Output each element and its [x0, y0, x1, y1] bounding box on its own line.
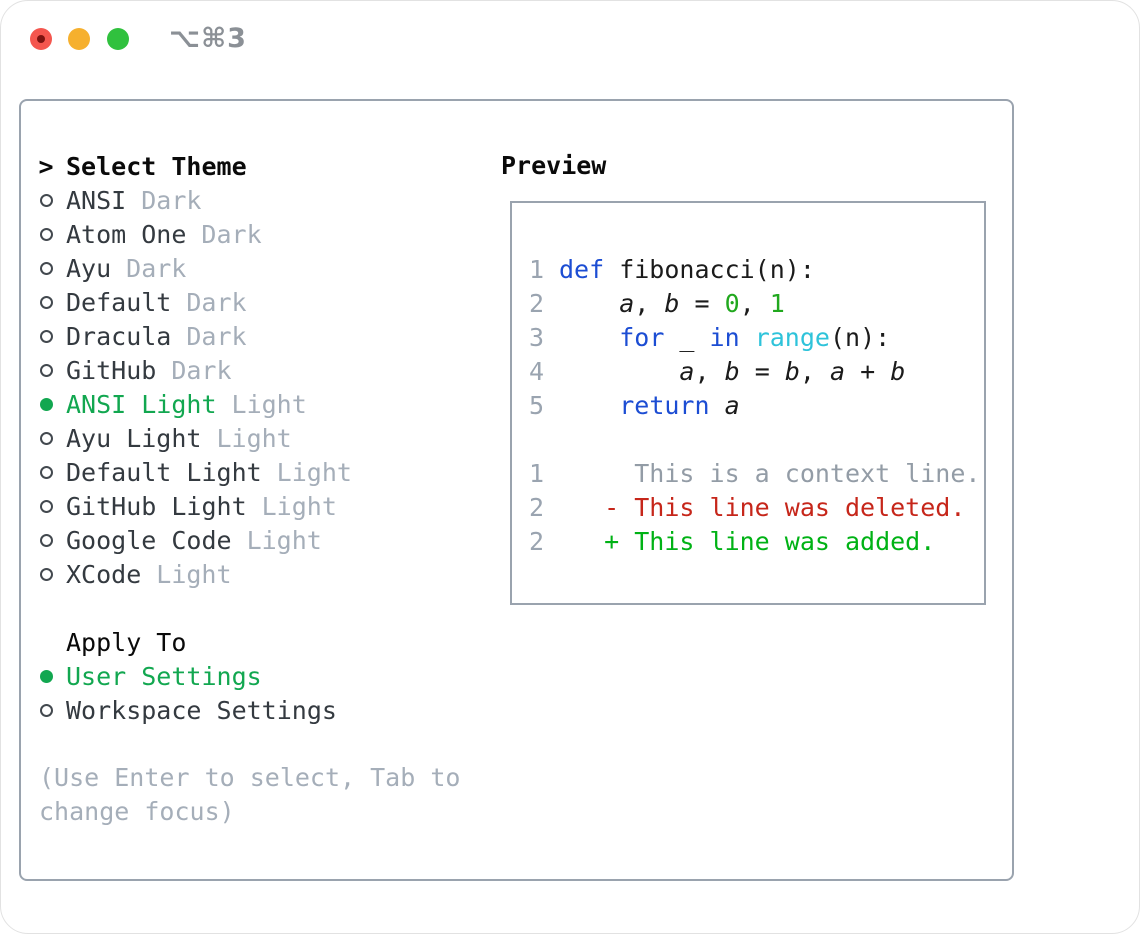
line-code: + This line was added. — [559, 526, 936, 556]
theme-name: Dracula — [66, 321, 172, 351]
apply-option-user-settings[interactable]: User Settings — [39, 659, 485, 693]
preview-line: 2 + This line was added. — [528, 524, 980, 558]
line-code: - This line was deleted. — [559, 492, 966, 522]
zoom-button[interactable] — [107, 28, 129, 50]
theme-item-ayu-light[interactable]: Ayu Light Light — [39, 421, 485, 455]
hint-text: (Use Enter to select, Tab to change focu… — [39, 763, 461, 826]
radio-icon — [39, 703, 53, 717]
line-number: 2 — [528, 288, 544, 318]
theme-name: XCode — [66, 559, 142, 589]
theme-variant: Light — [261, 491, 337, 521]
theme-item-ayu[interactable]: Ayu Dark — [39, 251, 485, 285]
radio-icon — [39, 567, 53, 581]
radio-selected-icon — [39, 669, 53, 683]
theme-item-google-code[interactable]: Google Code Light — [39, 523, 485, 557]
preview-title: Preview — [501, 151, 607, 180]
theme-item-ansi[interactable]: ANSI Dark — [39, 183, 485, 217]
theme-name: Atom One — [66, 219, 187, 249]
radio-icon — [39, 227, 53, 241]
radio-icon — [39, 329, 53, 343]
theme-variant: Dark — [126, 253, 187, 283]
theme-variant: Light — [246, 525, 322, 555]
line-code: a, b = b, a + b — [679, 356, 906, 386]
minimize-button[interactable] — [68, 28, 90, 50]
theme-item-default-light[interactable]: Default Light Light — [39, 455, 485, 489]
theme-name: GitHub — [66, 355, 157, 385]
line-code: for _ in range(n): — [619, 322, 891, 352]
preview-line: 5 return a — [528, 388, 980, 422]
radio-icon — [39, 431, 53, 445]
line-code: return a — [619, 390, 740, 420]
theme-variant: Dark — [201, 219, 262, 249]
line-number: 1 — [528, 254, 544, 284]
radio-icon — [39, 533, 53, 547]
apply-to-title: Apply To — [66, 627, 187, 657]
close-button[interactable] — [30, 28, 52, 50]
line-number: 5 — [528, 390, 544, 420]
preview-line: 3 for _ in range(n): — [528, 320, 980, 354]
radio-icon — [39, 499, 53, 513]
apply-to-header: Apply To — [39, 625, 485, 659]
theme-variant: Dark — [186, 287, 247, 317]
theme-variant: Light — [276, 457, 352, 487]
theme-variant: Light — [156, 559, 232, 589]
prompt-icon: > — [38, 151, 54, 181]
theme-name: ANSI — [66, 185, 127, 215]
line-code: This is a context line. — [559, 458, 981, 488]
radio-icon — [39, 465, 53, 479]
radio-icon — [39, 261, 53, 275]
theme-item-github[interactable]: GitHub Dark — [39, 353, 485, 387]
theme-name: Default Light — [66, 457, 262, 487]
theme-item-default[interactable]: Default Dark — [39, 285, 485, 319]
theme-variant: Light — [216, 423, 292, 453]
line-number: 2 — [528, 492, 544, 522]
theme-name: GitHub Light — [66, 491, 247, 521]
theme-list-title: Select Theme — [66, 151, 247, 181]
line-code: a, b = 0, 1 — [619, 288, 785, 318]
line-number: 1 — [528, 458, 544, 488]
preview-line: 2 a, b = 0, 1 — [528, 286, 980, 320]
line-number: 2 — [528, 526, 544, 556]
theme-name: Ayu Light — [66, 423, 202, 453]
theme-variant: Dark — [171, 355, 232, 385]
theme-name: Google Code — [66, 525, 232, 555]
preview-line: 1 def fibonacci(n): — [528, 252, 980, 286]
theme-variant: Dark — [141, 185, 202, 215]
preview-line: 1 This is a context line. — [528, 456, 981, 490]
radio-icon — [39, 295, 53, 309]
theme-variant: Light — [231, 389, 307, 419]
radio-icon — [39, 363, 53, 377]
line-code: def fibonacci(n): — [559, 254, 815, 284]
radio-selected-icon — [39, 397, 53, 411]
theme-item-dracula[interactable]: Dracula Dark — [39, 319, 485, 353]
preview-line: 2 - This line was deleted. — [528, 490, 980, 524]
theme-item-xcode[interactable]: XCode Light — [39, 557, 485, 591]
line-number: 4 — [528, 356, 544, 386]
preview-line: 4 a, b = b, a + b — [528, 354, 980, 388]
theme-name: Ayu — [66, 253, 112, 283]
apply-option-label: Workspace Settings — [66, 695, 337, 725]
radio-icon — [39, 193, 53, 207]
theme-item-atom-one[interactable]: Atom One Dark — [39, 217, 485, 251]
theme-variant: Dark — [186, 321, 247, 351]
theme-item-github-light[interactable]: GitHub Light Light — [39, 489, 485, 523]
line-number: 3 — [528, 322, 544, 352]
theme-list-header: > Select Theme — [38, 149, 485, 183]
theme-item-ansi-light[interactable]: ANSI Light Light — [39, 387, 485, 421]
theme-name: ANSI Light — [66, 389, 217, 419]
theme-name: Default — [66, 287, 172, 317]
preview-line — [528, 422, 980, 456]
apply-option-workspace-settings[interactable]: Workspace Settings — [39, 693, 485, 727]
window-shortcut-label: ⌥⌘3 — [169, 23, 247, 54]
apply-option-label: User Settings — [66, 661, 262, 691]
